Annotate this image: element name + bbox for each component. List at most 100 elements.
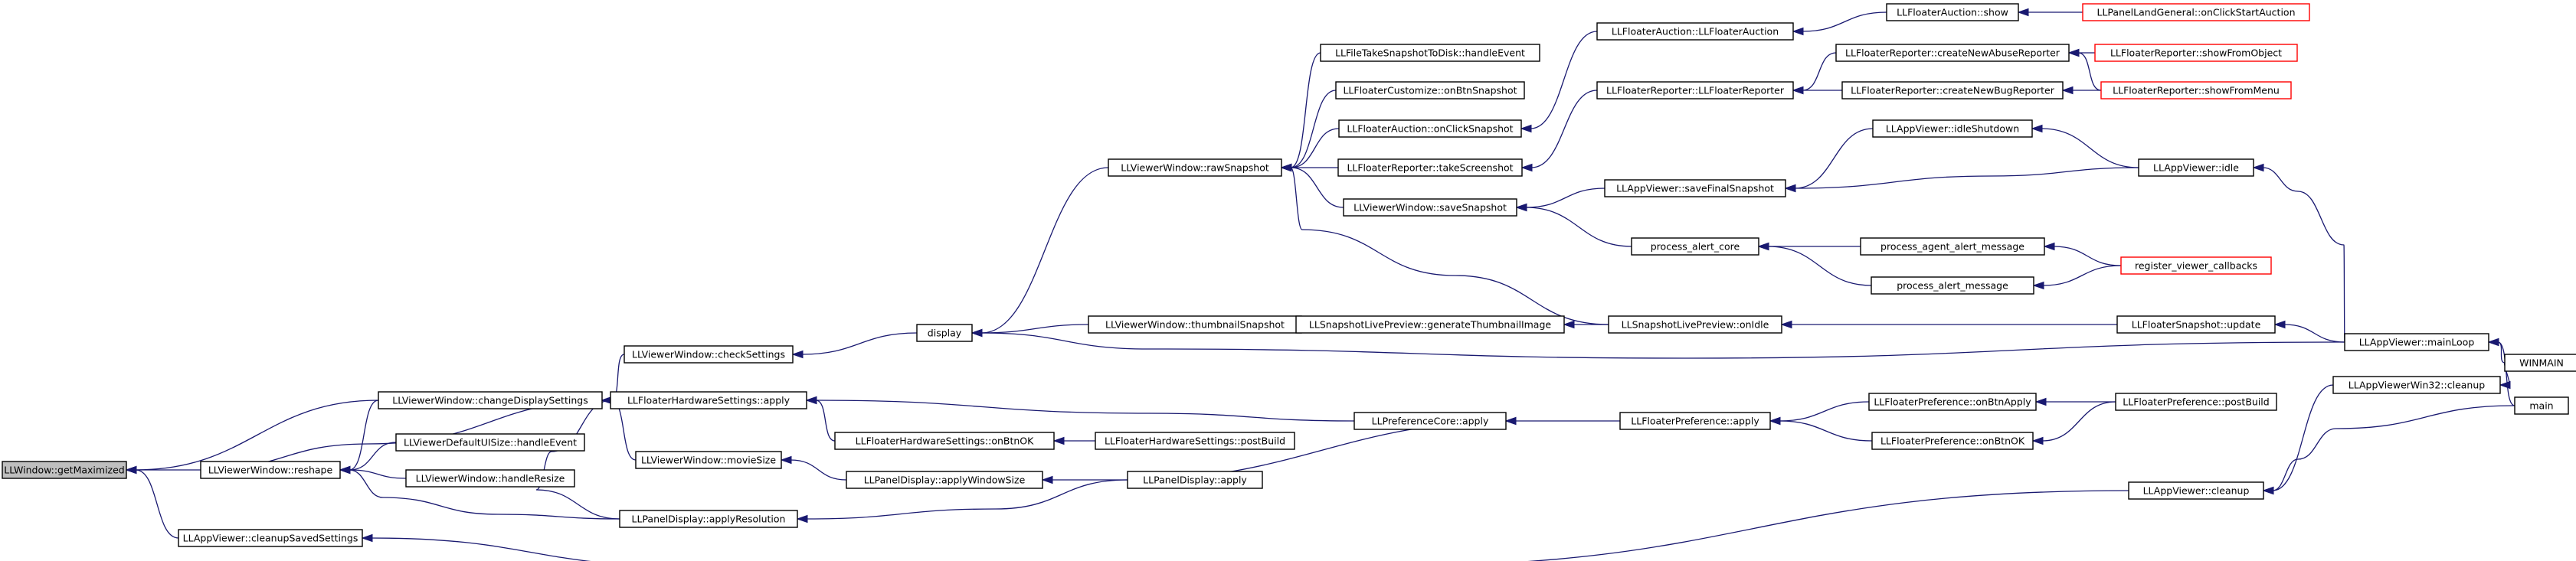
node-box[interactable] — [2332, 376, 2501, 394]
node-label: LLPanelDisplay::applyResolution — [632, 514, 786, 525]
node-box[interactable] — [635, 451, 782, 469]
node-box[interactable] — [1871, 432, 2034, 450]
graph-node[interactable]: LLFloaterPreference::onBtnOK — [1871, 432, 2034, 450]
graph-node[interactable]: process_alert_message — [1871, 276, 2034, 295]
node-box[interactable] — [2514, 396, 2569, 415]
node-box[interactable] — [610, 391, 807, 409]
graph-node[interactable]: LLFloaterPreference::onBtnApply — [1868, 393, 2037, 411]
graph-node[interactable]: LLFloaterReporter::createNewBugReporter — [1841, 81, 2064, 99]
node-box[interactable] — [2094, 44, 2298, 62]
node-box[interactable] — [1127, 471, 1263, 489]
graph-node[interactable]: WINMAIN — [2504, 354, 2576, 372]
graph-node[interactable]: LLViewerWindow::changeDisplaySettings — [378, 391, 603, 409]
node-box[interactable] — [1295, 315, 1565, 334]
node-box[interactable] — [2115, 393, 2277, 411]
graph-node[interactable]: LLAppViewer::cleanup — [2128, 481, 2264, 500]
node-box[interactable] — [1095, 432, 1295, 450]
node-box[interactable] — [2138, 158, 2254, 177]
graph-node[interactable]: LLPanelDisplay::applyResolution — [619, 510, 798, 528]
graph-node[interactable]: LLPanelLandGeneral::onClickStartAuction — [2082, 3, 2310, 21]
node-box[interactable] — [1596, 81, 1794, 99]
graph-node[interactable]: LLFloaterReporter::createNewAbuseReporte… — [1835, 44, 2070, 62]
node-box[interactable] — [1343, 198, 1517, 217]
graph-node[interactable]: LLWindow::getMaximized — [2, 461, 127, 479]
graph-node[interactable]: LLFloaterHardwareSettings::apply — [610, 391, 807, 409]
node-box[interactable] — [2, 461, 127, 479]
graph-node[interactable]: process_agent_alert_message — [1860, 237, 2045, 256]
node-box[interactable] — [1835, 44, 2070, 62]
graph-node[interactable]: LLAppViewer::mainLoop — [2344, 333, 2489, 351]
graph-node[interactable]: LLFloaterReporter::LLFloaterReporter — [1596, 81, 1794, 99]
node-box[interactable] — [2116, 315, 2276, 334]
graph-node[interactable]: LLSnapshotLivePreview::generateThumbnail… — [1295, 315, 1565, 334]
node-box[interactable] — [395, 433, 585, 452]
graph-node[interactable]: LLViewerWindow::rawSnapshot — [1108, 158, 1282, 177]
node-box[interactable] — [916, 324, 973, 342]
node-box[interactable] — [1619, 412, 1771, 430]
node-box[interactable] — [1108, 158, 1282, 177]
graph-node[interactable]: LLFloaterCustomize::onBtnSnapshot — [1335, 81, 1525, 99]
node-box[interactable] — [1608, 315, 1782, 334]
node-box[interactable] — [1337, 158, 1523, 177]
graph-node[interactable]: LLViewerWindow::reshape — [200, 461, 341, 479]
node-box[interactable] — [1335, 81, 1525, 99]
graph-node[interactable]: LLFloaterReporter::takeScreenshot — [1337, 158, 1523, 177]
graph-node[interactable]: LLSnapshotLivePreview::onIdle — [1608, 315, 1782, 334]
graph-node[interactable]: LLFloaterHardwareSettings::onBtnOK — [834, 432, 1055, 450]
graph-node[interactable]: LLFloaterReporter::showFromObject — [2094, 44, 2298, 62]
graph-node[interactable]: LLAppViewer::idleShutdown — [1872, 119, 2033, 138]
node-box[interactable] — [1353, 412, 1507, 430]
graph-node[interactable]: LLAppViewerWin32::cleanup — [2332, 376, 2501, 394]
graph-node[interactable]: LLAppViewer::cleanupSavedSettings — [178, 529, 363, 547]
node-box[interactable] — [1320, 44, 1540, 62]
node-box[interactable] — [2344, 333, 2489, 351]
graph-node[interactable]: LLAppViewer::saveFinalSnapshot — [1604, 179, 1786, 197]
graph-node[interactable]: LLAppViewer::idle — [2138, 158, 2254, 177]
graph-node[interactable]: LLFloaterPreference::postBuild — [2115, 393, 2277, 411]
node-box[interactable] — [1338, 119, 1522, 138]
node-box[interactable] — [619, 510, 798, 528]
graph-node[interactable]: register_viewer_callbacks — [2120, 256, 2272, 275]
node-box[interactable] — [405, 469, 575, 488]
node-box[interactable] — [2120, 256, 2272, 275]
node-box[interactable] — [2504, 354, 2576, 372]
node-box[interactable] — [1871, 276, 2034, 295]
node-box[interactable] — [1860, 237, 2045, 256]
graph-node[interactable]: LLViewerWindow::handleResize — [405, 469, 575, 488]
graph-node[interactable]: LLPreferenceCore::apply — [1353, 412, 1507, 430]
graph-node[interactable]: LLViewerWindow::movieSize — [635, 451, 782, 469]
graph-node[interactable]: LLFloaterSnapshot::update — [2116, 315, 2276, 334]
graph-node[interactable]: LLPanelDisplay::apply — [1127, 471, 1263, 489]
graph-node[interactable]: LLFloaterHardwareSettings::postBuild — [1095, 432, 1295, 450]
node-box[interactable] — [1596, 22, 1794, 41]
node-box[interactable] — [178, 529, 363, 547]
graph-node[interactable]: LLPanelDisplay::applyWindowSize — [846, 471, 1043, 489]
node-box[interactable] — [846, 471, 1043, 489]
node-box[interactable] — [834, 432, 1055, 450]
node-box[interactable] — [2128, 481, 2264, 500]
node-box[interactable] — [1872, 119, 2033, 138]
graph-node[interactable]: LLViewerDefaultUISize::handleEvent — [395, 433, 585, 452]
graph-node[interactable]: LLViewerWindow::checkSettings — [624, 345, 794, 364]
graph-node[interactable]: process_alert_core — [1631, 237, 1759, 256]
node-box[interactable] — [1604, 179, 1786, 197]
node-box[interactable] — [1841, 81, 2064, 99]
graph-node[interactable]: display — [916, 324, 973, 342]
node-box[interactable] — [1868, 393, 2037, 411]
node-box[interactable] — [2100, 81, 2292, 99]
graph-node[interactable]: LLFloaterAuction::onClickSnapshot — [1338, 119, 1522, 138]
node-box[interactable] — [1886, 3, 2019, 21]
graph-node[interactable]: LLFloaterReporter::showFromMenu — [2100, 81, 2292, 99]
graph-node[interactable]: LLFloaterAuction::LLFloaterAuction — [1596, 22, 1794, 41]
node-box[interactable] — [200, 461, 341, 479]
graph-node[interactable]: LLViewerWindow::thumbnailSnapshot — [1088, 315, 1302, 334]
node-box[interactable] — [378, 391, 603, 409]
graph-node[interactable]: LLViewerWindow::saveSnapshot — [1343, 198, 1517, 217]
node-box[interactable] — [624, 345, 794, 364]
graph-node[interactable]: LLFloaterPreference::apply — [1619, 412, 1771, 430]
node-box[interactable] — [2082, 3, 2310, 21]
node-box[interactable] — [1631, 237, 1759, 256]
graph-node[interactable]: main — [2514, 396, 2569, 415]
graph-node[interactable]: LLFloaterAuction::show — [1886, 3, 2019, 21]
graph-node[interactable]: LLFileTakeSnapshotToDisk::handleEvent — [1320, 44, 1540, 62]
